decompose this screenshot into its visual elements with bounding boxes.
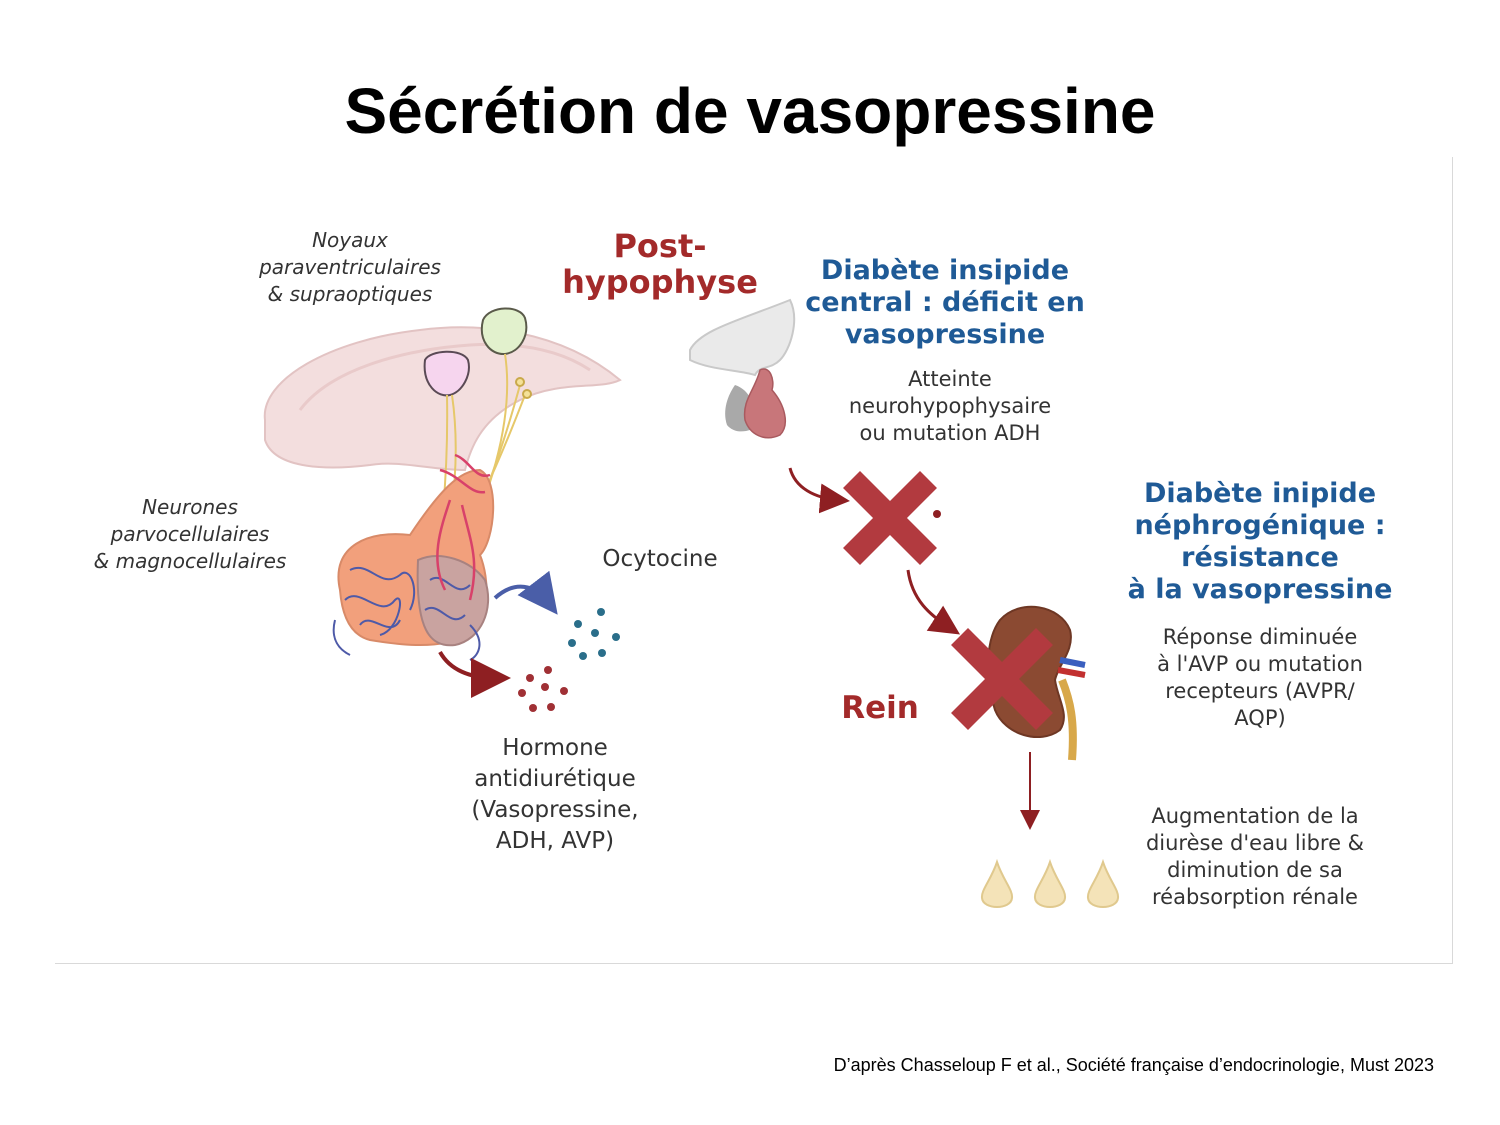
water-drops: [980, 858, 1120, 908]
label-di-nephro-title-line1: Diabète inipide: [1143, 478, 1377, 509]
cross-icon-central: [843, 471, 937, 565]
arrow-to-cross-1: [788, 467, 850, 514]
label-diurese-line4: réabsorption rénale: [1152, 885, 1358, 909]
label-di-nephro-title-line2: néphrogénique :: [1134, 510, 1386, 541]
label-di-central-desc-line3: ou mutation ADH: [859, 421, 1041, 445]
adh-particles: [518, 666, 568, 712]
label-di-nephro-title: Diabète inipide néphrogénique : résistan…: [1110, 478, 1410, 606]
label-diurese-line1: Augmentation de la: [1151, 804, 1359, 828]
label-noyaux: Noyaux paraventriculaires & supraoptique…: [230, 227, 470, 308]
label-di-central-title-line1: Diabète insipide: [820, 255, 1070, 286]
label-neurones: Neurones parvocellulaires & magnocellula…: [70, 494, 310, 575]
label-di-nephro-desc-line4: AQP): [1234, 706, 1286, 730]
label-hormone-line3: (Vasopressine,: [471, 797, 639, 823]
arrow-to-adh: [438, 650, 511, 698]
source-citation: D’après Chasseloup F et al., Société fra…: [833, 1055, 1434, 1075]
label-diurese-line2: diurèse d'eau libre &: [1145, 831, 1365, 855]
arrow-to-kidney: [906, 569, 961, 635]
label-post-hypophyse: Post- hypophyse: [560, 228, 760, 300]
label-di-central-title: Diabète insipide central : déficit en va…: [800, 255, 1090, 351]
label-neurones-line2: parvocellulaires: [110, 522, 270, 546]
label-di-central-desc-line1: Atteinte: [908, 367, 992, 391]
pink-neuron-cell: [423, 350, 470, 397]
ocytocine-particles: [568, 608, 620, 660]
label-post-hypophyse-line1: Post-: [613, 227, 707, 265]
label-diurese-line3: diminution de sa: [1167, 858, 1343, 882]
hypothalamus-shape: [263, 326, 622, 472]
label-hormone-line2: antidiurétique: [474, 766, 636, 792]
label-di-nephro-title-line3: résistance: [1181, 542, 1339, 573]
label-di-nephro-desc-line1: Réponse diminuée: [1162, 625, 1358, 649]
label-noyaux-line3: & supraoptiques: [267, 282, 433, 306]
label-di-nephro-desc: Réponse diminuée à l'AVP ou mutation rec…: [1140, 624, 1380, 732]
arrow-to-ocytocine: [493, 570, 558, 615]
label-ocytocine: Ocytocine: [602, 546, 718, 572]
label-di-central-title-line2: central : déficit en: [805, 287, 1085, 318]
label-noyaux-line2: paraventriculaires: [259, 255, 441, 279]
cross-icon-kidney: [951, 628, 1053, 730]
label-hormone-line4: ADH, AVP): [495, 828, 615, 854]
label-neurones-line1: Neurones: [142, 495, 238, 519]
label-hormone-line1: Hormone: [502, 735, 608, 761]
label-post-hypophyse-line2: hypophyse: [562, 263, 758, 301]
small-dot: [933, 510, 941, 518]
label-di-nephro-title-line4: à la vasopressine: [1127, 574, 1393, 605]
label-hormone: Hormone antidiurétique (Vasopressine, AD…: [440, 733, 670, 857]
green-neuron-cell: [480, 307, 528, 356]
label-di-central-title-line3: vasopressine: [844, 319, 1046, 350]
slide-title: Sécrétion de vasopressine: [344, 75, 1156, 147]
label-di-central-desc: Atteinte neurohypophysaire ou mutation A…: [830, 366, 1070, 447]
label-di-nephro-desc-line3: recepteurs (AVPR/: [1165, 679, 1355, 703]
label-neurones-line3: & magnocellulaires: [93, 549, 287, 573]
label-di-central-desc-line2: neurohypophysaire: [848, 394, 1052, 418]
label-diurese: Augmentation de la diurèse d'eau libre &…: [1130, 803, 1380, 911]
pituitary-gland: [332, 453, 495, 661]
label-di-nephro-desc-line2: à l'AVP ou mutation: [1157, 652, 1363, 676]
posterior-pituitary-icon: [689, 298, 796, 439]
label-noyaux-line1: Noyaux: [312, 228, 388, 252]
figure-frame: [55, 157, 1453, 964]
label-rein: Rein: [841, 690, 919, 726]
